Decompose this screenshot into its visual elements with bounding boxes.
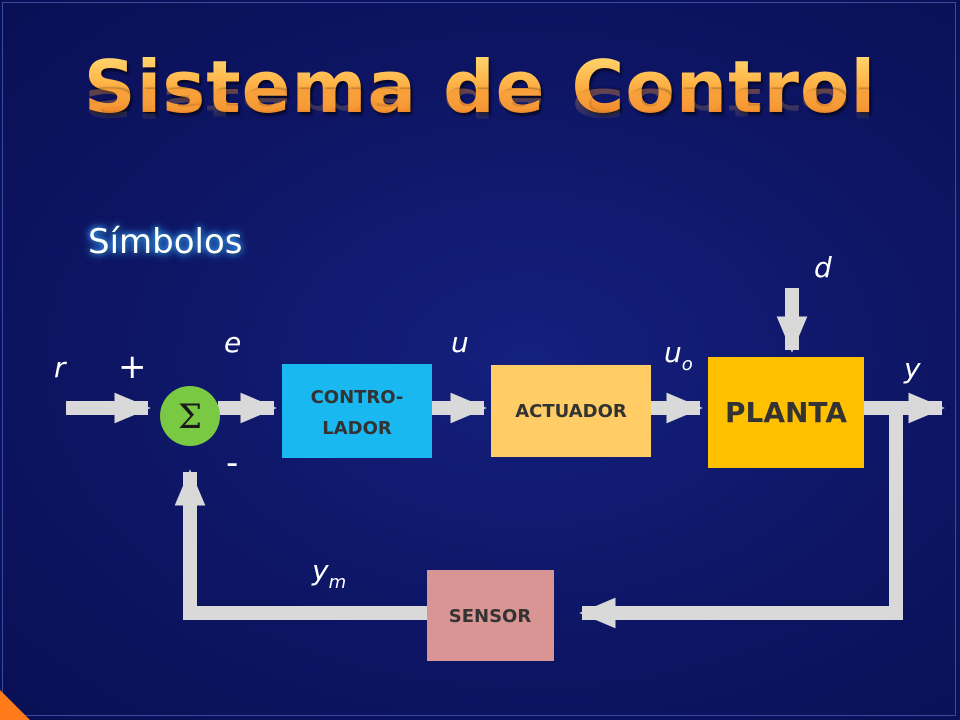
summing-symbol: Σ [178, 397, 202, 437]
plant-label: PLANTA [725, 396, 847, 429]
summing-junction [160, 386, 220, 446]
sign-plus: + [118, 347, 147, 387]
sensor-label: SENSOR [449, 606, 532, 627]
title-container: Sistema de Control [0, 47, 960, 127]
signal-label-ym-base: y [311, 554, 329, 587]
signal-label-r: r [54, 351, 67, 384]
actuator-block [491, 365, 651, 457]
controller-label-line1: CONTRO- [311, 387, 404, 408]
subtitle: Símbolos [88, 222, 243, 262]
sensor-block [427, 570, 554, 661]
signal-label-e: e [224, 326, 241, 359]
signal-label-ym: ym [311, 554, 346, 593]
signal-label-u: u [451, 326, 469, 359]
arrow-feedback-to-sensor [579, 415, 903, 629]
controller-label-line2: LADOR [322, 418, 392, 439]
signal-label-d: d [814, 251, 832, 284]
signal-label-uo: uo [664, 336, 693, 375]
actuator-label: ACTUADOR [515, 401, 627, 422]
signal-label-uo-sub: o [682, 354, 693, 375]
controller-block [282, 364, 432, 458]
arrow-ym-feedback [174, 469, 427, 620]
page-title: Sistema de Control [0, 47, 960, 127]
signal-label-uo-base: u [664, 336, 682, 369]
signal-label-y: y [903, 352, 921, 385]
corner-accent [0, 690, 30, 720]
sign-minus: - [226, 443, 238, 483]
plant-block [708, 357, 864, 468]
signal-label-ym-sub: m [329, 572, 347, 593]
